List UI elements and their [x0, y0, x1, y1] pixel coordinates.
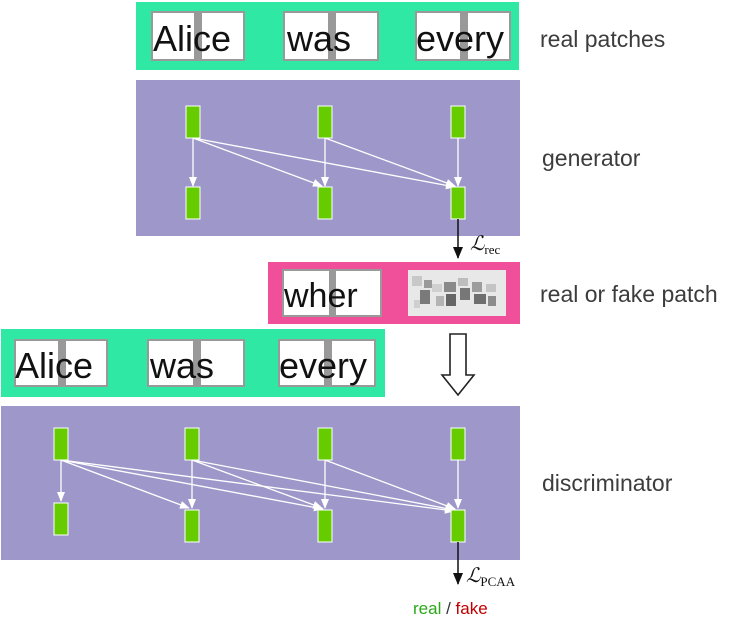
generator-connections — [189, 137, 462, 190]
bottom-patch-every: every — [278, 339, 376, 387]
disc-output-node-4 — [450, 509, 466, 543]
legend-separator: / — [441, 599, 455, 618]
legend-real: real — [413, 599, 441, 618]
discriminator-box — [1, 406, 520, 560]
top-patch-every: every — [415, 11, 511, 61]
discriminator-nodes — [53, 427, 466, 543]
label-real-or-fake-patch: real or fake patch — [540, 281, 718, 307]
disc-input-node-2 — [184, 427, 200, 461]
loss-pcaa: ℒPCAA — [466, 565, 516, 589]
legend-fake: fake — [456, 599, 488, 618]
disc-input-node-3 — [317, 427, 333, 461]
gen-input-node-3 — [450, 105, 466, 139]
disc-output-node-2 — [184, 509, 200, 543]
middle-patch-wher-text: wher — [283, 277, 358, 315]
disc-input-node-4 — [450, 427, 466, 461]
label-real-patches: real patches — [540, 26, 665, 52]
label-generator: generator — [542, 145, 641, 171]
top-patch-alice: Alice — [151, 11, 245, 61]
gen-output-node-3 — [450, 186, 466, 220]
top-patch-was: was — [283, 11, 379, 61]
label-discriminator: discriminator — [542, 470, 673, 496]
middle-patch-wher: wher — [282, 269, 382, 317]
output-legend: real / fake — [413, 599, 488, 618]
fake-patch — [408, 270, 506, 316]
discriminator-connections — [57, 459, 462, 514]
loss-rec: ℒrec — [470, 233, 501, 257]
bottom-patch-was: was — [147, 339, 245, 387]
bottom-patch-alice: Alice — [14, 339, 108, 387]
generator-nodes — [185, 105, 466, 220]
bottom-patch-was-text: was — [149, 345, 214, 386]
gen-output-node-1 — [185, 186, 201, 220]
top-patch-was-text: was — [286, 18, 351, 59]
disc-output-node-1 — [53, 502, 69, 536]
top-patch-alice-text: Alice — [153, 18, 231, 59]
disc-output-node-3 — [317, 509, 333, 543]
top-patch-every-text: every — [416, 18, 504, 59]
gen-input-node-1 — [185, 105, 201, 139]
disc-input-node-1 — [53, 427, 69, 461]
hollow-down-arrow-icon — [440, 333, 476, 397]
bottom-patch-every-text: every — [279, 345, 367, 386]
gen-input-node-2 — [317, 105, 333, 139]
gen-output-node-2 — [317, 186, 333, 220]
bottom-patch-alice-text: Alice — [15, 345, 93, 386]
